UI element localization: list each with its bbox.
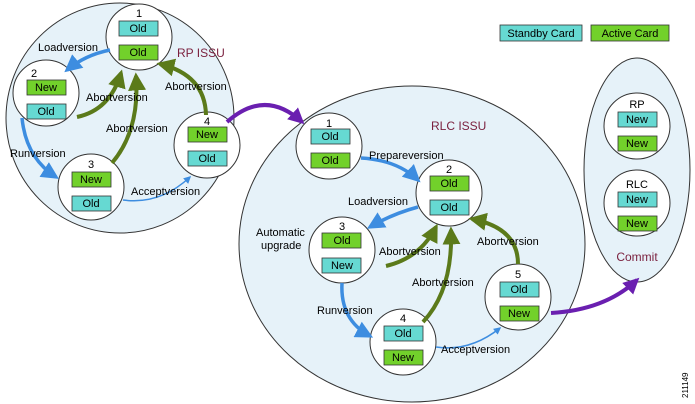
rp-state-1: 1 Old Old [105, 3, 173, 71]
rlc-state-3-number: 3 [339, 221, 345, 233]
legend-standby-label: Standby Card [507, 28, 574, 40]
rp-runversion-label: Runversion [10, 148, 66, 160]
rlc-prepareversion-label: Prepareversion [369, 150, 444, 162]
rp-abortversion-label-2: Abortversion [106, 123, 168, 135]
legend-standby-swatch [499, 24, 583, 42]
rlc-state-1: 1 Old Old [295, 112, 363, 180]
rlc-state-4: 4 Old New [369, 308, 437, 376]
rp-state-3: 3 New Old [57, 153, 125, 221]
rp-state-2-number: 2 [31, 68, 37, 80]
rlc-to-commit-arrow [550, 277, 640, 315]
commit-rp-top: New [626, 114, 648, 126]
rlc-state-4-bottom: New [392, 352, 414, 364]
figure-id: 211149 [681, 372, 690, 398]
rlc-automatic-upgrade-label-2: upgrade [261, 240, 301, 252]
rp-runversion-arrow [20, 117, 59, 179]
rp-state-1-top: Old [129, 23, 146, 35]
rlc-state-4-top: Old [394, 328, 411, 340]
commit-rlc-top: New [626, 194, 648, 206]
rlc-abortversion-label-1: Abortversion [379, 246, 441, 258]
rp-state-4-number: 4 [204, 116, 210, 128]
rp-acceptversion-arrow [122, 175, 192, 202]
rlc-state-3-top: Old [333, 235, 350, 247]
rp-state-3-number: 3 [88, 159, 94, 171]
rp-abortversion-label-1: Abortversion [86, 92, 148, 104]
rlc-state-5: 5 Old New [484, 263, 552, 331]
rp-abortversion-arrow-3 [156, 58, 208, 116]
rlc-prepareversion-arrow [360, 156, 421, 183]
rlc-loadversion-arrow [366, 205, 419, 229]
rlc-state-2: 2 Old Old [415, 159, 483, 227]
commit-label: Commit [616, 250, 658, 264]
rp-state-1-number: 1 [136, 8, 142, 20]
rp-abortversion-label-3: Abortversion [165, 81, 227, 93]
legend-active-label: Active Card [602, 28, 659, 40]
rlc-automatic-upgrade-label-1: Automatic [256, 227, 305, 239]
rp-state-4-bottom: Old [198, 153, 215, 165]
commit-rlc-bottom: New [626, 218, 648, 230]
rp-acceptversion-label: Acceptversion [131, 186, 200, 198]
rlc-acceptversion-arrow [435, 327, 502, 349]
rlc-state-5-number: 5 [515, 269, 521, 281]
legend-active-swatch [590, 24, 670, 42]
rlc-state-2-top: Old [440, 178, 457, 190]
rlc-state-2-bottom: Old [440, 202, 457, 214]
commit-rlc-state: RLC New New [603, 169, 671, 237]
rp-state-2-top: New [35, 82, 57, 94]
commit-rlc-label: RLC [626, 179, 648, 191]
rlc-state-5-top: Old [510, 284, 527, 296]
rp-state-3-top: New [80, 174, 102, 186]
rlc-state-1-number: 1 [326, 118, 332, 130]
rlc-abortversion-arrow-3 [468, 212, 520, 265]
rp-loadversion-label: Loadversion [38, 42, 98, 54]
rlc-issu-title: RLC ISSU [431, 119, 486, 133]
rlc-runversion-arrow [340, 282, 374, 338]
rlc-abortversion-label-3: Abortversion [477, 236, 539, 248]
commit-rp-label: RP [629, 99, 644, 111]
rp-abortversion-arrow-2 [110, 72, 147, 165]
rp-state-1-bottom: Old [129, 47, 146, 59]
rlc-runversion-label: Runversion [317, 305, 373, 317]
rp-to-rlc-arrow [225, 103, 305, 125]
rlc-loadversion-label: Loadversion [348, 196, 408, 208]
rp-state-2: 2 New Old [12, 59, 80, 127]
rlc-state-2-number: 2 [446, 164, 452, 176]
rp-abortversion-arrow-1 [76, 69, 126, 119]
rp-state-2-bottom: Old [37, 106, 54, 118]
rlc-state-1-top: Old [321, 131, 338, 143]
rp-loadversion-arrow [64, 48, 111, 73]
commit-rp-bottom: New [626, 138, 648, 150]
rlc-state-5-bottom: New [508, 308, 530, 320]
rlc-abortversion-arrow-2 [421, 226, 461, 324]
rlc-state-4-number: 4 [400, 313, 406, 325]
rlc-state-3-bottom: New [331, 260, 353, 272]
rp-state-3-bottom: Old [82, 198, 99, 210]
rp-state-4-top: New [196, 129, 218, 141]
commit-rp-state: RP New New [603, 92, 671, 160]
rp-issu-title: RP ISSU [177, 46, 225, 60]
rp-state-4: 4 New Old [173, 111, 241, 179]
rlc-abortversion-label-2: Abortversion [412, 277, 474, 289]
rlc-state-1-bottom: Old [321, 155, 338, 167]
rlc-abortversion-arrow-1 [385, 223, 438, 268]
rlc-acceptversion-label: Acceptversion [441, 344, 510, 356]
rlc-state-3: 3 Old New [308, 216, 376, 284]
legend: Standby Card Active Card [499, 24, 670, 42]
